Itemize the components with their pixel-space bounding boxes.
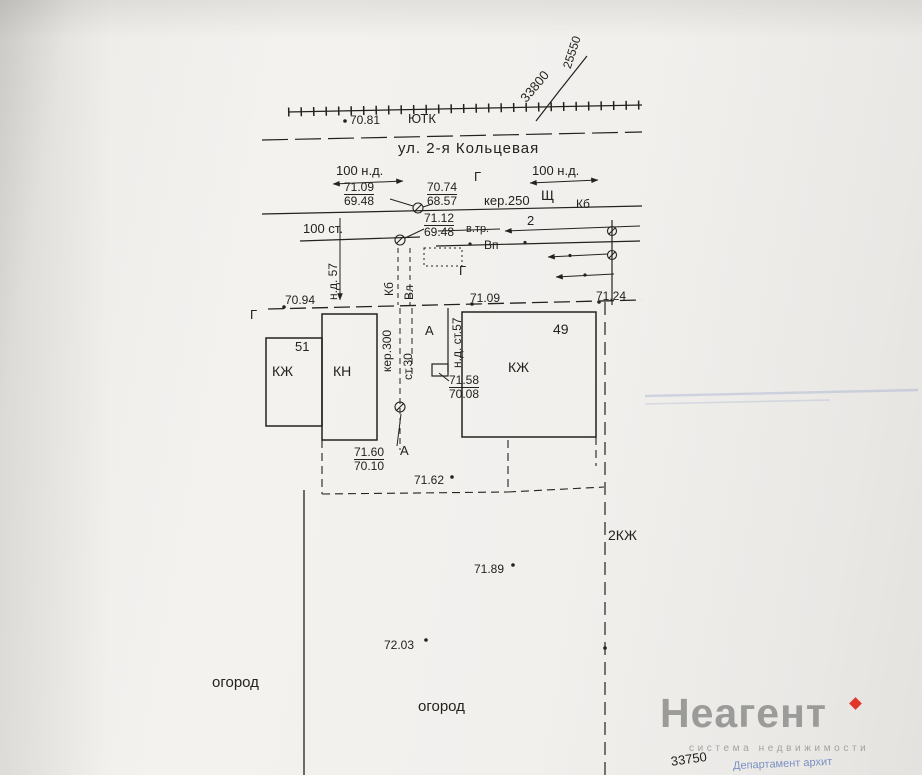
elevation-bottom: 69.48	[344, 194, 375, 208]
dimension-nd-left: 100 н.д.	[336, 163, 384, 178]
manhole-icon	[394, 234, 406, 246]
pipe-label-ker300-rotated: кер.300	[380, 329, 394, 372]
scan-artifact-blue-lines	[644, 388, 919, 405]
line-number-2: 2	[527, 213, 535, 228]
arrow-line-2	[504, 225, 641, 234]
dimension-arrow-right	[529, 177, 599, 186]
line-label-vl-rotated: Вл	[402, 284, 416, 300]
road-surface-label: Щ	[541, 187, 555, 203]
leader-frac4	[438, 372, 450, 382]
pipe-label-st30-rotated: ст.30	[401, 353, 415, 380]
elevation-mark-4: 71.58 70.08	[449, 373, 480, 401]
building-kn-outline	[321, 313, 378, 441]
elevation-top: 71.09	[344, 180, 375, 195]
letter-mark-a-top: А	[425, 323, 434, 338]
elevation-label-7094: 70.94	[285, 293, 316, 307]
vtr-label: в.тр.	[466, 223, 490, 235]
yard-dashed-extension	[507, 486, 605, 493]
elevation-top: 71.58	[449, 373, 480, 388]
elevation-mark-3: 71.12 69.48	[424, 211, 455, 239]
elevation-top: 71.12	[424, 211, 455, 226]
street-north-edge	[261, 131, 643, 141]
manhole-symbols	[394, 202, 618, 413]
elevation-mark-1: 71.09 69.48	[344, 180, 375, 208]
gas-mark-left: Г	[250, 307, 258, 322]
gas-mark-mid: Г	[459, 263, 467, 278]
elevation-label-7081: 70.81	[350, 113, 381, 127]
garden-label-center: огород	[418, 698, 465, 715]
leader-frac3	[404, 228, 425, 239]
left-arrow-1	[547, 253, 609, 260]
vtr-line	[437, 228, 501, 232]
overhead-line	[435, 240, 641, 247]
elevation-top: 71.60	[354, 445, 385, 460]
garden-label-left: огород	[212, 674, 259, 691]
building-51-outline	[265, 337, 323, 427]
elevation-label-7203: 72.03	[384, 638, 415, 652]
letter-mark-a-mid: А	[400, 443, 409, 458]
gas-mark-top: Г	[474, 169, 482, 184]
cable-label-kb: Кб	[576, 197, 590, 211]
elevation-mark-2: 70.74 68.57	[427, 180, 458, 208]
watermark-brand: Неагент	[660, 690, 827, 736]
elevation-bottom: 70.10	[354, 459, 385, 473]
elevation-top: 70.74	[427, 180, 458, 195]
front-boundary-dashed	[267, 299, 643, 310]
house-number-49: 49	[553, 321, 569, 337]
elevation-mark-5: 71.60 70.10	[354, 445, 385, 473]
elevation-label-7162: 71.62	[414, 473, 445, 487]
diagonal-dimension-line	[535, 55, 588, 122]
building-type-2kzh: 2КЖ	[608, 527, 637, 543]
building-type-kzh-left: КЖ	[272, 363, 294, 379]
watermark-tagline: система недвижимости	[689, 743, 870, 754]
cable-owner-label: ЮТК	[408, 111, 436, 126]
manhole-icon	[412, 202, 424, 214]
cable-label-kb-rotated: Кб	[382, 282, 396, 296]
cable-line	[287, 104, 643, 113]
elevation-label-7124: 71.24	[596, 289, 627, 303]
house-number-51: 51	[295, 339, 310, 354]
lines	[261, 55, 643, 775]
yard-dashed-bottom	[321, 491, 509, 495]
manhole-icon	[606, 249, 618, 261]
dotted-structure	[423, 247, 463, 267]
building-49-outline	[461, 311, 597, 438]
elevation-bottom: 70.08	[449, 387, 480, 401]
building-type-kn: КН	[333, 363, 352, 379]
manhole-icon	[606, 225, 618, 237]
dimension-arrow-left	[332, 178, 404, 187]
utility-line-main	[261, 205, 643, 215]
manhole-icon	[394, 401, 406, 413]
street-name: ул. 2-я Кольцевая	[398, 140, 540, 157]
elevation-dots	[282, 119, 607, 650]
pipe-label-ndst57-rotated: н.д. ст.57	[450, 317, 464, 368]
elevation-label-7109: 71.09	[470, 291, 501, 305]
elevation-bottom: 68.57	[427, 194, 458, 208]
dimension-nd-right: 100 н.д.	[532, 163, 580, 178]
overhead-line-label: Вп	[484, 238, 499, 252]
leader-frac2	[422, 203, 433, 208]
porch-outline	[431, 363, 449, 377]
leader-frac1	[389, 198, 414, 207]
pipe-label-nd57-rotated: н.д. 57	[326, 263, 340, 300]
elevation-bottom: 69.48	[424, 225, 455, 239]
utility-line-st	[299, 236, 421, 242]
elevation-label-7189: 71.89	[474, 562, 505, 576]
pipe-label-100st: 100 ст.	[303, 221, 343, 236]
pipe-label-ker250: кер.250	[484, 193, 530, 208]
building-type-kzh-right: КЖ	[508, 359, 530, 375]
